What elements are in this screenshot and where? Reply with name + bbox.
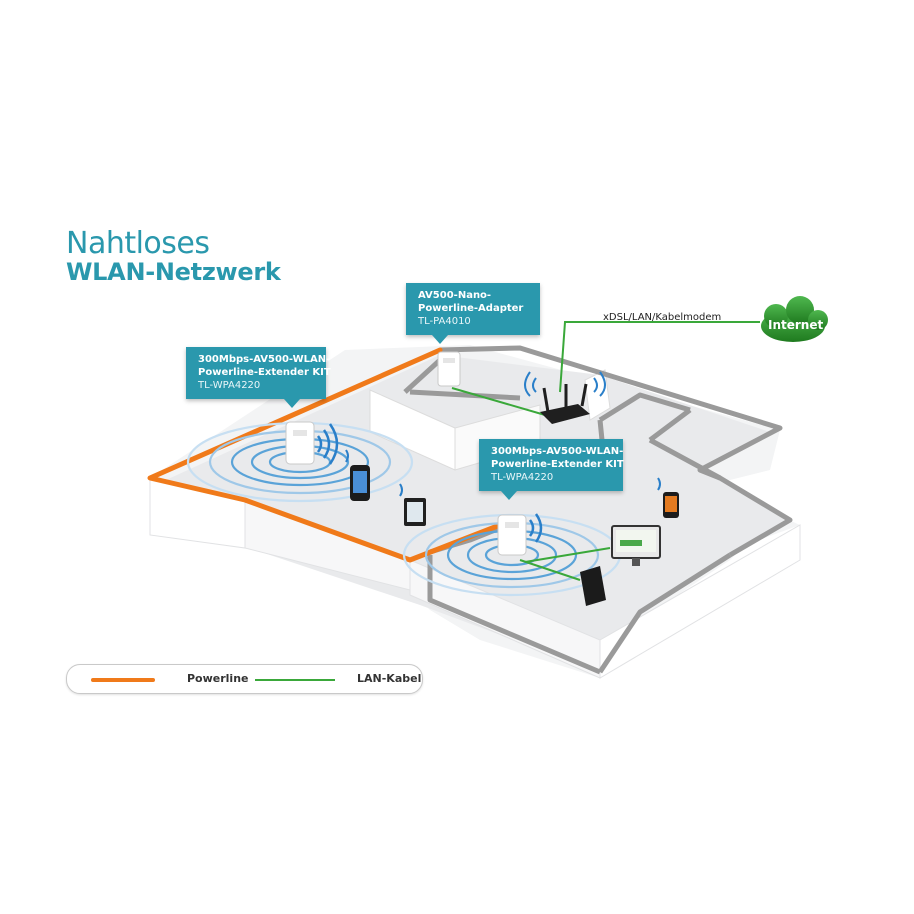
powerline-route bbox=[147, 347, 503, 563]
callout-model: TL-PA4010 bbox=[418, 316, 471, 327]
router-device bbox=[524, 371, 606, 424]
callout-line-2: Powerline-Extender KIT bbox=[198, 367, 331, 378]
lan-cables bbox=[451, 321, 760, 581]
callout-line-1: AV500-Nano- bbox=[418, 290, 492, 301]
callout-extender-kit-left: 300Mbps-AV500-WLAN- Powerline-Extender K… bbox=[186, 347, 331, 408]
media-box-device bbox=[580, 566, 606, 606]
internet-label: Internet bbox=[768, 318, 823, 332]
nano-adapter-device bbox=[437, 351, 461, 387]
modem-label: xDSL/LAN/Kabelmodem bbox=[603, 312, 722, 323]
callout-model: TL-WPA4220 bbox=[198, 380, 261, 391]
legend-lan-label: LAN-Kabel bbox=[357, 672, 422, 685]
smart-tv-device bbox=[611, 525, 661, 566]
smartphone-device bbox=[345, 449, 370, 501]
dock-phone-device bbox=[657, 477, 679, 518]
callout-line-1: 300Mbps-AV500-WLAN- bbox=[198, 354, 331, 365]
internet-cloud: Internet bbox=[761, 296, 828, 342]
callout-nano-adapter: AV500-Nano- Powerline-Adapter TL-PA4010 bbox=[406, 283, 540, 344]
callout-line-2: Powerline-Adapter bbox=[418, 303, 524, 314]
legend-lan-swatch bbox=[255, 679, 335, 681]
extender-right-device bbox=[497, 513, 543, 556]
title-line-2: WLAN-Netzwerk bbox=[66, 258, 281, 286]
legend-powerline-label: Powerline bbox=[187, 672, 249, 685]
extender-left-device bbox=[285, 421, 339, 465]
legend: Powerline LAN-Kabel bbox=[66, 664, 423, 694]
callout-line-2: Powerline-Extender KIT bbox=[491, 459, 624, 470]
tablet-device bbox=[399, 483, 426, 526]
callout-extender-kit-right: 300Mbps-AV500-WLAN- Powerline-Extender K… bbox=[479, 439, 624, 500]
callout-line-1: 300Mbps-AV500-WLAN- bbox=[491, 446, 624, 457]
callout-model: TL-WPA4220 bbox=[491, 472, 554, 483]
title-line-1: Nahtloses bbox=[66, 226, 210, 261]
legend-powerline-swatch bbox=[91, 678, 155, 682]
